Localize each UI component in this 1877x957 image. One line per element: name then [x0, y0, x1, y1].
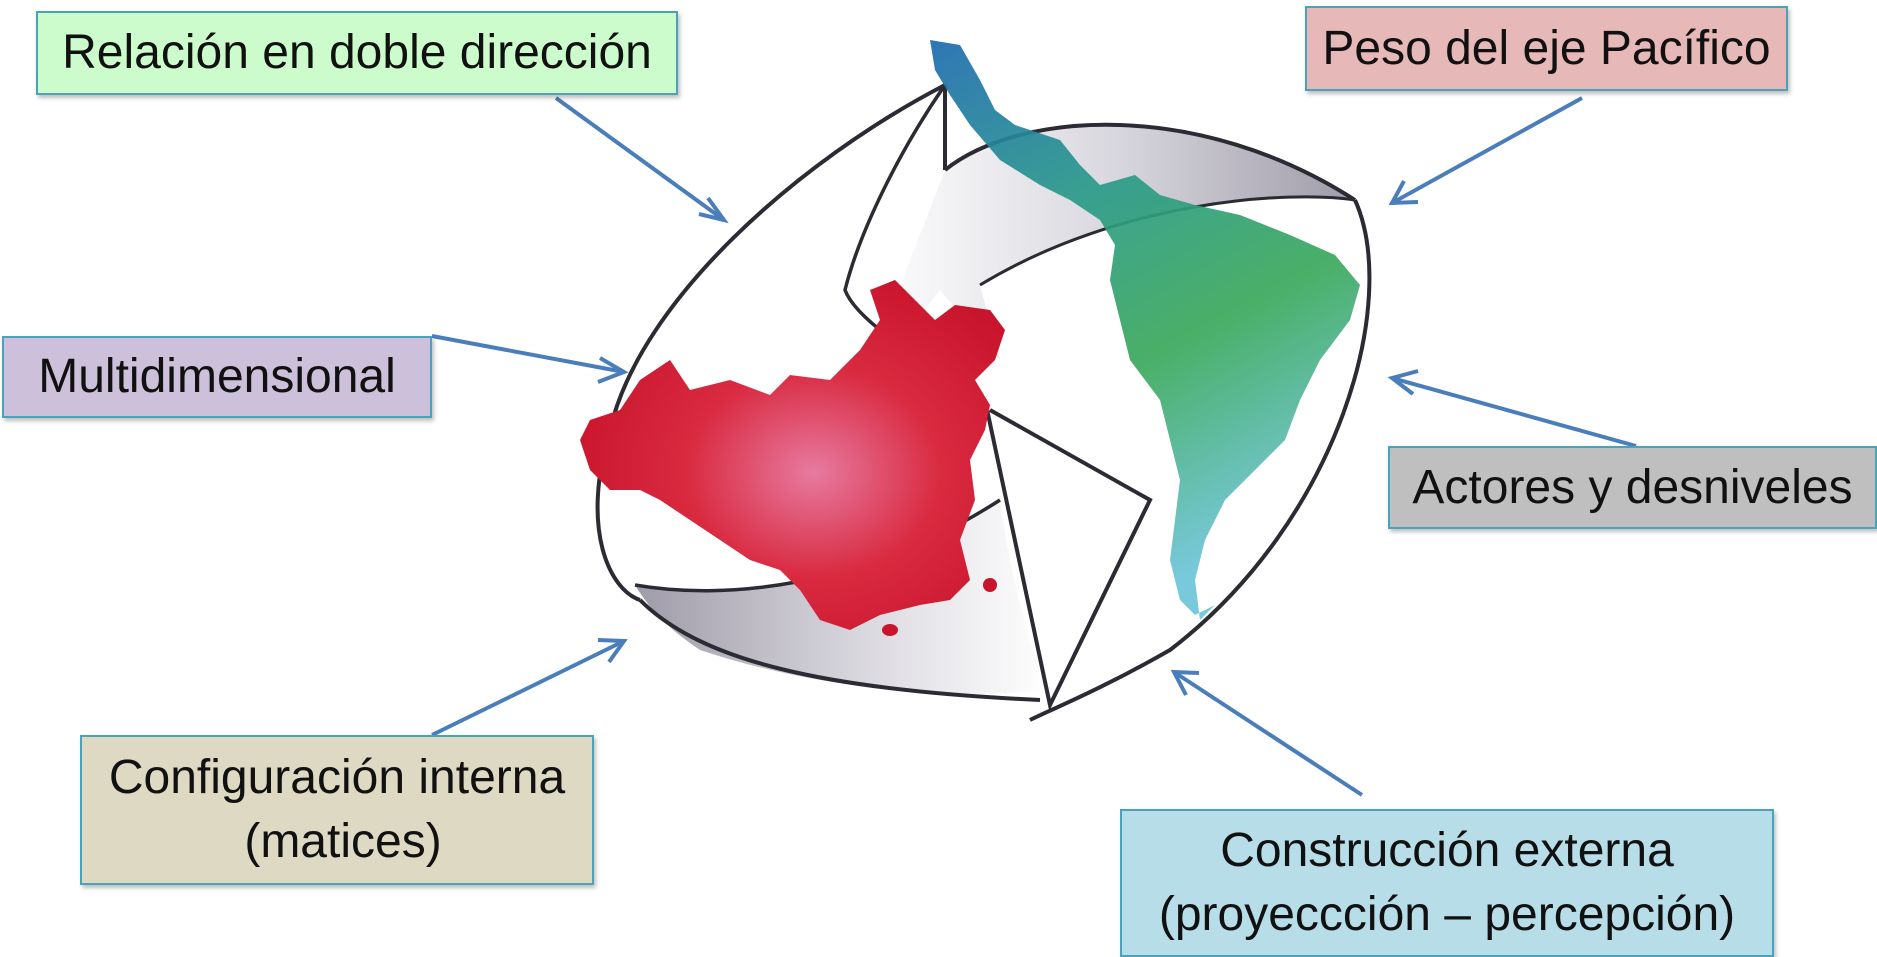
- arrow-actores: [1391, 376, 1637, 448]
- label-actores: Actores y desniveles: [1388, 446, 1877, 529]
- label-multidimensional-text: Multidimensional: [38, 350, 396, 403]
- label-configuracion: Configuración interna (matices): [80, 735, 594, 885]
- latin-america-map-icon: [930, 40, 1360, 620]
- label-peso-text: Peso del eje Pacífico: [1322, 21, 1771, 75]
- label-configuracion-line1: Configuración interna: [108, 751, 566, 804]
- label-construccion-line2: (proyeccción – percepción): [1158, 888, 1736, 941]
- label-relacion: Relación en doble dirección: [36, 11, 678, 95]
- arrow-configuracion: [431, 639, 625, 737]
- pointer-arrows: [431, 96, 1637, 797]
- arrow-construccion: [1172, 670, 1364, 797]
- label-multidimensional: Multidimensional: [2, 336, 432, 418]
- label-peso: Peso del eje Pacífico: [1305, 6, 1788, 91]
- label-actores-text: Actores y desniveles: [1412, 460, 1853, 514]
- label-construccion-line1: Construcción externa: [1220, 824, 1674, 877]
- arrow-multidimensional: [431, 334, 625, 374]
- arrowhead-configuracion: [597, 638, 628, 664]
- arrowhead-relacion: [698, 196, 729, 224]
- arrowhead-construccion: [1170, 669, 1200, 696]
- china-map-icon: [580, 280, 1005, 630]
- taiwan-icon: [983, 578, 997, 592]
- arrowhead-peso: [1388, 180, 1419, 206]
- arrowhead-multidimensional: [597, 356, 629, 384]
- arrowhead-actores: [1387, 369, 1419, 396]
- arrow-relacion: [554, 96, 726, 222]
- label-configuracion-line2: (matices): [244, 815, 442, 868]
- hainan-icon: [882, 624, 898, 636]
- label-relacion-text: Relación en doble dirección: [62, 26, 652, 79]
- label-construccion: Construcción externa (proyeccción – perc…: [1120, 809, 1774, 957]
- arrow-peso: [1391, 96, 1583, 205]
